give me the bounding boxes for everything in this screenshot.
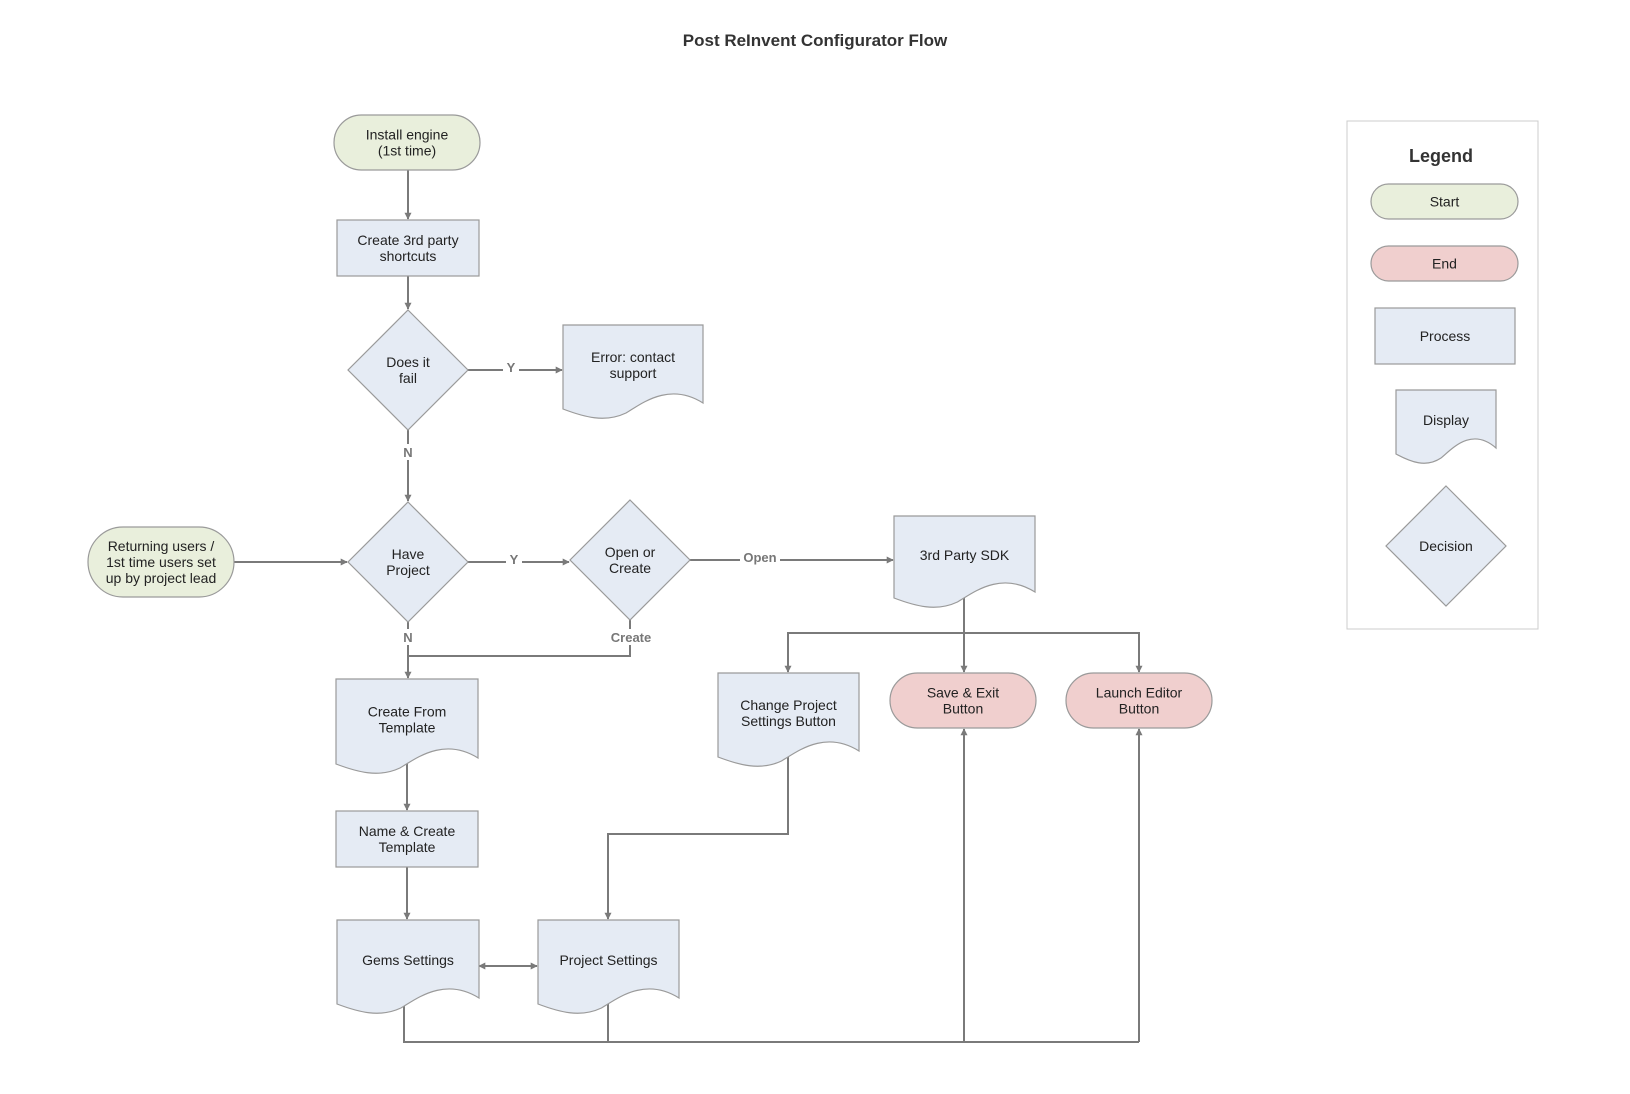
legend-title: Legend <box>1409 146 1473 166</box>
legend-display-shape <box>1395 389 1497 464</box>
node-install-label: Install engine <box>366 127 449 143</box>
node-changeproj-label: Settings Button <box>741 713 836 729</box>
legend-end-shape <box>1370 245 1519 282</box>
legend-decision-label: Decision <box>1419 538 1473 554</box>
node-haveproject-label: Project <box>386 562 430 578</box>
edge-label-have_yes: Y <box>510 552 519 567</box>
node-error-label: Error: contact <box>591 349 675 365</box>
node-create3p-label: Create 3rd party <box>357 232 458 248</box>
node-saveexit-label: Button <box>943 701 983 717</box>
node-launch-label: Launch Editor <box>1096 685 1183 701</box>
edge-openorcreate-create <box>408 620 631 657</box>
node-error-shape <box>562 324 704 419</box>
node-returning-label: up by project lead <box>106 570 217 586</box>
node-sdk: 3rd Party SDK <box>893 515 1036 608</box>
node-saveexit-shape <box>889 672 1037 729</box>
node-launch-label: Button <box>1119 701 1159 717</box>
node-openorcreate-label: Create <box>609 560 651 576</box>
node-sdk-label: 3rd Party SDK <box>920 547 1010 563</box>
node-fromtemplate-label: Create From <box>368 704 447 720</box>
node-install-shape <box>333 114 481 171</box>
diagram-title: Post ReInvent Configurator Flow <box>683 31 948 50</box>
edge-label-bg <box>400 629 416 645</box>
node-returning-label: 1st time users set <box>106 554 216 570</box>
edges <box>234 170 1143 1043</box>
node-sdk-shape <box>893 515 1036 608</box>
node-namecreate-label: Name & Create <box>359 823 456 839</box>
edge-label-bg <box>607 629 655 645</box>
edge-sdk-to-changeproj <box>784 632 964 673</box>
node-projsettings-label: Project Settings <box>559 952 657 968</box>
edge-label-fail_yes: Y <box>507 360 516 375</box>
legend-end-label: End <box>1432 256 1457 272</box>
legend-item-start: Start <box>1370 183 1519 220</box>
node-haveproject-shape <box>347 501 469 623</box>
legend-start-label: Start <box>1430 194 1460 210</box>
node-doesfail-shape <box>347 309 469 431</box>
legend-process-label: Process <box>1420 328 1471 344</box>
node-error-label: support <box>610 365 657 381</box>
node-install: Install engine(1st time) <box>333 114 481 171</box>
node-changeproj-label: Change Project <box>740 697 837 713</box>
node-install-label: (1st time) <box>378 143 436 159</box>
legend-item-process: Process <box>1374 307 1516 365</box>
node-fromtemplate-label: Template <box>379 720 436 736</box>
node-namecreate-label: Template <box>379 839 436 855</box>
node-fromtemplate-shape <box>335 678 479 774</box>
nodes: Install engine(1st time) Create 3rd party… <box>87 114 1213 1014</box>
edge-label-fail_no: N <box>403 445 412 460</box>
edge-bottom-bus <box>403 1000 1139 1043</box>
node-changeproj-shape <box>717 672 860 767</box>
node-create3p-label: shortcuts <box>380 248 437 264</box>
edge-label-bg <box>503 359 519 375</box>
legend-decision-shape <box>1385 485 1507 607</box>
edge-label-create: Create <box>611 630 651 645</box>
node-gems-shape <box>336 919 480 1014</box>
node-saveexit-label: Save & Exit <box>927 685 999 701</box>
node-openorcreate-label: Open or <box>605 544 656 560</box>
node-projsettings-shape <box>537 919 680 1014</box>
node-gems: Gems Settings <box>336 919 480 1014</box>
legend-item-decision: Decision <box>1385 485 1507 607</box>
edge-sdk-to-launch <box>964 632 1143 673</box>
legend-display-label: Display <box>1423 412 1469 428</box>
node-returning-shape <box>87 526 235 598</box>
node-gems-label: Gems Settings <box>362 952 454 968</box>
edge-label-bg <box>506 551 522 567</box>
edge-label-have_no: N <box>403 630 412 645</box>
edge-label-bg <box>740 549 780 565</box>
node-doesfail-label: Does it <box>386 354 430 370</box>
node-returning-label: Returning users / <box>108 538 215 554</box>
legend-start-shape <box>1370 183 1519 220</box>
legend-item-display: Display <box>1395 389 1497 464</box>
edge-label-open: Open <box>743 550 776 565</box>
edge-label-bg <box>400 444 416 460</box>
node-projsettings: Project Settings <box>537 919 680 1014</box>
edge-changeproj-to-projsettings <box>604 752 789 920</box>
legend-item-end: End <box>1370 245 1519 282</box>
node-openorcreate-shape <box>569 499 691 621</box>
node-namecreate-shape <box>335 810 479 868</box>
node-haveproject-label: Have <box>392 546 425 562</box>
node-launch-shape <box>1065 672 1213 729</box>
legend-process-shape <box>1374 307 1516 365</box>
node-create3p-shape <box>336 219 480 277</box>
node-doesfail-label: fail <box>399 370 417 386</box>
